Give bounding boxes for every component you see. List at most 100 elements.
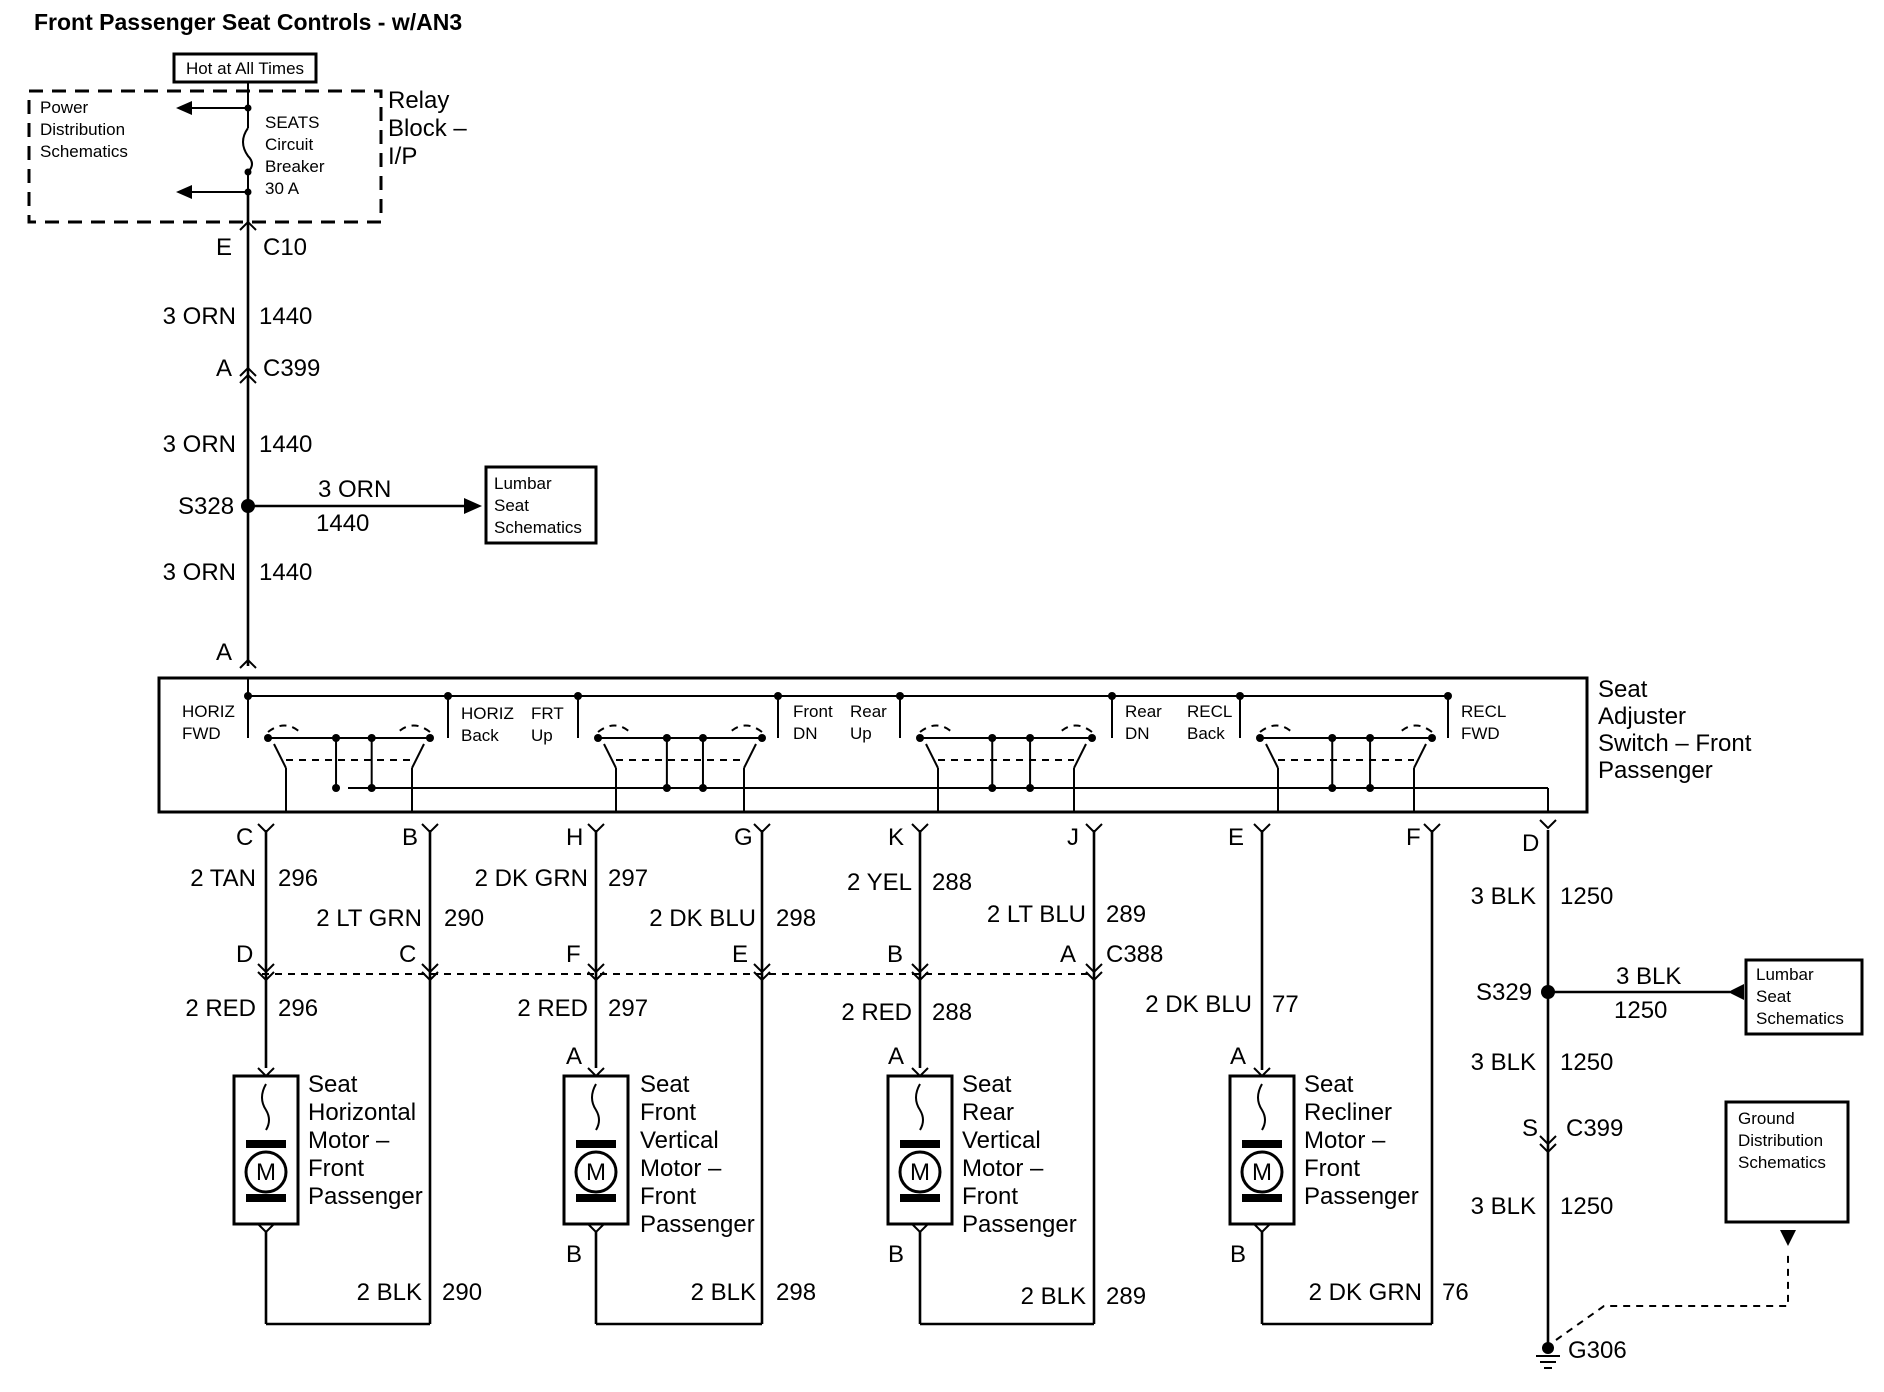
ground-wire1-circuit: 1250: [1560, 883, 1613, 910]
motor4-name-4: Front: [1304, 1155, 1360, 1182]
bus-node-3: [774, 692, 782, 700]
motor4-name-1: Seat: [1304, 1071, 1354, 1098]
motor-out-chevron-3: [1253, 1223, 1271, 1234]
splice-s329-label: S329: [1476, 979, 1532, 1006]
ground-conn-c399: C399: [1566, 1115, 1623, 1142]
ground-dist-dashed-link: [1555, 1250, 1789, 1341]
motor-lead-3: [1257, 1083, 1266, 1131]
motor2-name-4: Motor –: [640, 1155, 722, 1182]
ground-dist-arrow: [1780, 1230, 1796, 1246]
wire-lower-77-circuit: 77: [1272, 991, 1299, 1018]
wire-288-circuit: 288: [932, 869, 972, 896]
ground-dist-label-3: Schematics: [1738, 1153, 1826, 1172]
motor-in-chevron-2: [911, 1067, 929, 1078]
power-dist-label-1: Power: [40, 98, 89, 117]
wire2-color: 3 ORN: [163, 431, 236, 458]
node-c-0: [332, 784, 341, 792]
splice-s328-label: S328: [178, 493, 234, 520]
switch-name-4: Passenger: [1598, 757, 1713, 784]
lumbar-top-label-2: Seat: [494, 496, 529, 515]
node-d-3: [1366, 784, 1375, 792]
ground-distribution-schematics: [1724, 1100, 1850, 1224]
wire2-circuit: 1440: [259, 431, 312, 458]
contact-2-0: [916, 734, 924, 742]
motor2-name-6: Passenger: [640, 1211, 755, 1238]
switch-name-3: Switch – Front: [1598, 730, 1752, 757]
node-c-2: [988, 784, 997, 792]
ground-pin-s: S: [1522, 1115, 1538, 1142]
label-rear-up-1: Rear: [850, 702, 887, 721]
relay-block-label-2: Block –: [388, 115, 467, 142]
switch-pin-g: G: [734, 824, 753, 851]
switch-pin-f: F: [1406, 824, 1421, 851]
motor3-pin-b: B: [888, 1241, 904, 1268]
wire-lower-297-circuit: 297: [608, 995, 648, 1022]
label-horiz-fwd-1: HORIZ: [182, 702, 235, 721]
bus-node-5: [1108, 692, 1116, 700]
motor4-name-3: Motor –: [1304, 1127, 1386, 1154]
breaker-label-4: 30 A: [265, 179, 300, 198]
relay-block-label-3: I/P: [388, 143, 417, 170]
breaker-label-2: Circuit: [265, 135, 313, 154]
motor2-name-3: Vertical: [640, 1127, 719, 1154]
circuit-breaker-symbol: [242, 127, 253, 173]
label-recl-fwd-2: FWD: [1461, 724, 1500, 743]
c388-chevron-a-5: [1085, 963, 1103, 974]
wire1-circuit: 1440: [259, 303, 312, 330]
lumbar-branch-arrow: [464, 498, 482, 514]
motor-circle-1: [574, 1150, 618, 1194]
node-c-1: [662, 784, 671, 792]
wire-298-circuit: 298: [776, 905, 816, 932]
label-front-dn-2: DN: [793, 724, 818, 743]
motor-out-chevron-1: [587, 1223, 605, 1234]
wire-lower-288-color: 2 RED: [841, 999, 912, 1026]
contact-3-0: [1256, 734, 1264, 742]
switch-name-2: Adjuster: [1598, 703, 1686, 730]
c388-chevron-b-0: [257, 971, 275, 982]
lumbar-seat-schematics-top: [484, 465, 598, 545]
wire-lower-296-color: 2 RED: [185, 995, 256, 1022]
ground-g306: G306: [1568, 1337, 1627, 1364]
switch-pin-e: E: [1228, 824, 1244, 851]
ground-branch-color: 3 BLK: [1616, 963, 1681, 990]
relay-block-label-1: Relay: [388, 87, 449, 114]
wire-297-circuit: 297: [608, 865, 648, 892]
wire-lower-297-color: 2 RED: [517, 995, 588, 1022]
breaker-label-1: SEATS: [265, 113, 319, 132]
travel-3-0: [1259, 724, 1295, 735]
wire1-color: 3 ORN: [163, 303, 236, 330]
bus-node-6: [1236, 692, 1244, 700]
motor1-name-4: Front: [308, 1155, 364, 1182]
motor-symbol-1: M: [586, 1159, 606, 1186]
breaker-label-3: Breaker: [265, 157, 325, 176]
travel-0-1: [395, 724, 431, 735]
motor2-pin-a: A: [566, 1043, 582, 1070]
node-a-1: [662, 734, 671, 742]
label-rear-up-2: Up: [850, 724, 872, 743]
c388-pin-e: E: [732, 941, 748, 968]
motor-lead-2: [915, 1083, 924, 1131]
label-horiz-back-2: Back: [461, 726, 499, 745]
pin-e: E: [216, 234, 232, 261]
ground-wire3-circuit: 1250: [1560, 1193, 1613, 1220]
label-frt-up-1: FRT: [531, 704, 564, 723]
lumbar-right-label-1: Lumbar: [1756, 965, 1814, 984]
wire-296-circuit: 296: [278, 865, 318, 892]
conn-c399-top: C399: [263, 355, 320, 382]
travel-0-0: [267, 724, 303, 735]
c388-pin-c: C: [399, 941, 416, 968]
switch-pin-j: J: [1067, 824, 1079, 851]
wire-288-color: 2 YEL: [847, 869, 912, 896]
node-b-1: [698, 734, 707, 742]
switch-pin-b: B: [402, 824, 418, 851]
wire-290-circuit: 290: [444, 905, 484, 932]
motor3-name-4: Motor –: [962, 1155, 1044, 1182]
motor-in-chevron-0: [257, 1067, 275, 1078]
motor1-name-5: Passenger: [308, 1183, 423, 1210]
motor3-name-6: Passenger: [962, 1211, 1077, 1238]
branch-circuit: 1440: [316, 510, 369, 537]
hot-at-all-times-label: Hot at All Times: [186, 59, 304, 78]
motor1-name-1: Seat: [308, 1071, 358, 1098]
